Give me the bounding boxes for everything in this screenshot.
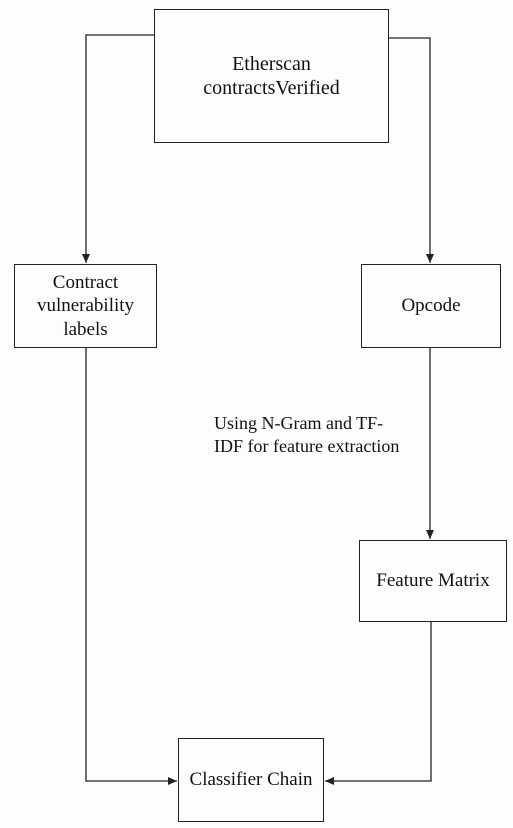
node-label: Classifier Chain [189,769,313,791]
edge-etherscan-to-labels [82,34,154,263]
node-label-line: Etherscan [232,52,311,75]
node-label: Feature Matrix [376,570,490,592]
edge-label-feature-extraction: Using N-Gram and TF- IDF for feature ext… [214,412,429,457]
node-label-line: Contract [52,272,119,294]
node-etherscan-contracts-verified: Etherscan contractsVerified [154,9,389,143]
edge-etherscan-to-opcode [389,37,434,263]
edge-labels-to-chain [85,348,177,785]
node-contract-vulnerability-labels: Contract vulnerability labels [14,264,157,348]
node-label-line: labels [63,318,108,340]
node-opcode: Opcode [361,264,501,348]
node-classifier-chain: Classifier Chain [178,738,324,822]
node-feature-matrix: Feature Matrix [359,540,507,622]
edge-label-line: Using N-Gram and TF- [214,413,384,433]
edge-label-line: IDF for feature extraction [214,435,400,456]
node-label: Opcode [401,295,461,317]
edge-matrix-to-chain [325,622,432,785]
node-label-line: vulnerability [36,295,135,317]
node-label-line: contractsVerified [203,77,340,99]
